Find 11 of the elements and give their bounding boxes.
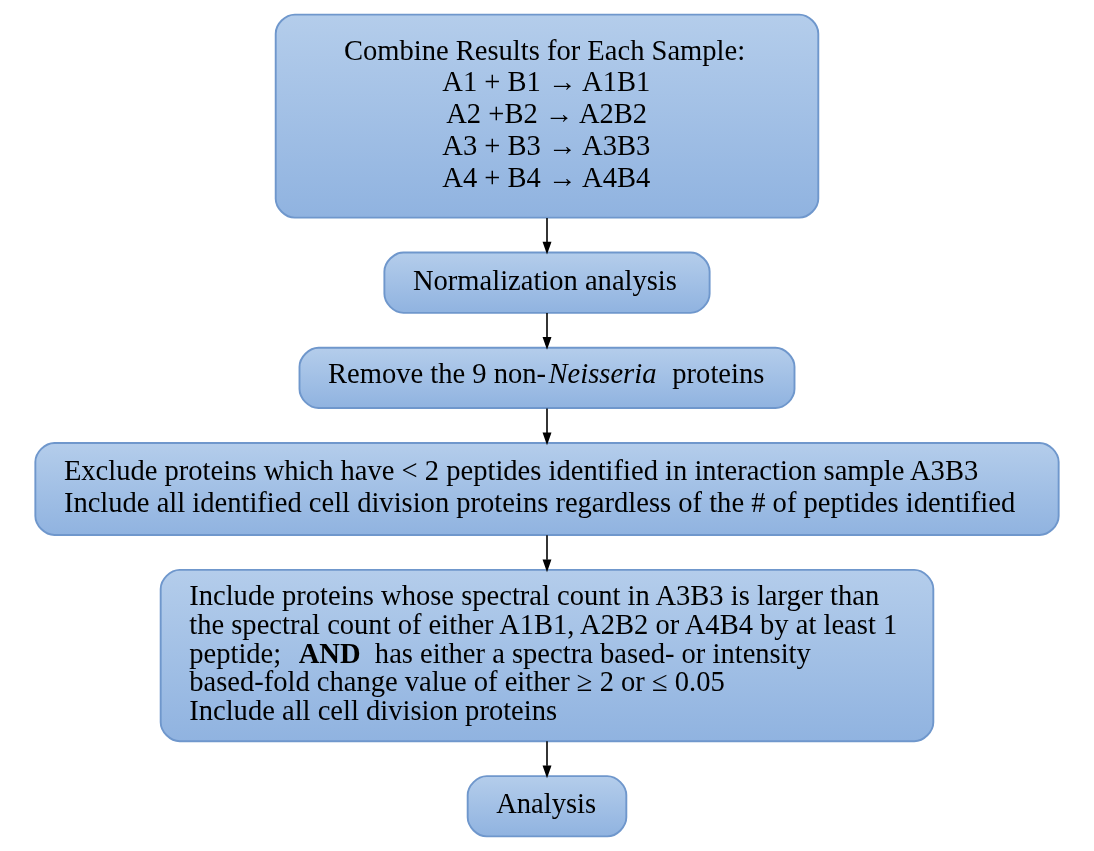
arrow [542, 740, 552, 779]
node-box: Combine Results for Each Sample: A1 + B1 → A1B1 A2 +B2 → A2B2 A3 + B3 → A3B3 A4 + B4 → A4B4 [274, 13, 820, 219]
node-box: Exclude proteins which have < 2 peptides identified in interaction sample A3B3 Include all identified cell division proteins regardless of the # of peptides identified [34, 442, 1060, 536]
node-box: Remove the 9 non-Neisseria proteins [298, 346, 796, 409]
arrow [542, 217, 552, 255]
node-box: Include proteins whose spectral count in A3B3 is larger than the spectral count of either A1B1, A2B2 or A4B4 by at least 1 peptide; AND has either a spectra based- or intensity based-fold change value of either ≥ 2 or ≤ 0.05 Include all cell division proteins [159, 568, 935, 743]
node-box: Analysis [466, 775, 628, 838]
arrow [542, 534, 552, 573]
arrow [542, 312, 552, 350]
node-box: Normalization analysis [383, 251, 711, 314]
arrow [542, 407, 552, 446]
